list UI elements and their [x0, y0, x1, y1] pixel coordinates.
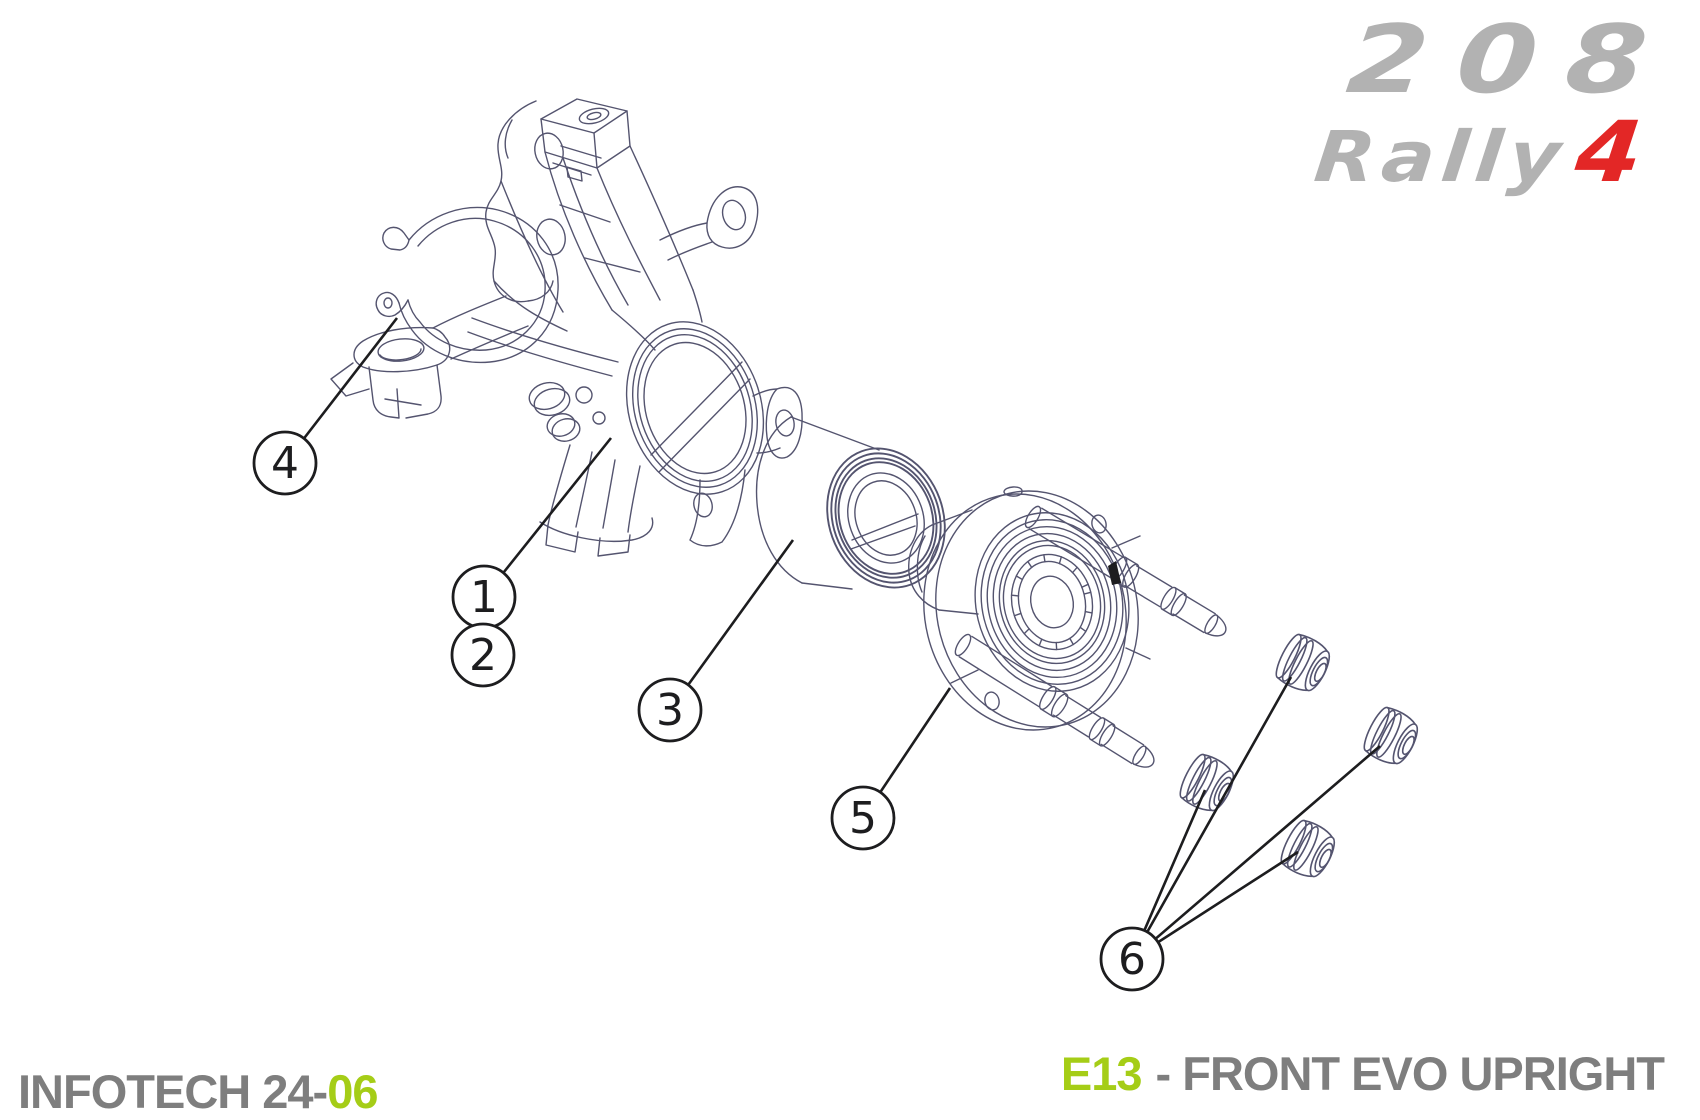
- callout-3-number: 3: [656, 685, 684, 736]
- logo-series-rally: Rally: [1310, 116, 1571, 198]
- part-upright-casting: [330, 98, 803, 557]
- part-wheel-nuts: [1174, 629, 1425, 885]
- callout-balloons: 1 2 3 4 5 6: [252, 430, 1165, 992]
- callout-2: 2: [450, 622, 516, 688]
- callout-4: 4: [252, 430, 318, 496]
- callout-4-number: 4: [271, 438, 299, 489]
- callout-2-number: 2: [469, 630, 497, 681]
- part-wheel-bearing: [755, 416, 946, 590]
- callout-1: 1: [451, 564, 517, 630]
- logo-series-4: 4: [1570, 103, 1647, 201]
- part-snap-ring: [375, 206, 559, 364]
- callout-6-number: 6: [1118, 934, 1146, 985]
- rally4-logo: 208 Rally4: [1310, 6, 1680, 201]
- spline-teeth: [1010, 554, 1093, 651]
- page-title-code: E13: [1060, 1047, 1143, 1100]
- leader-line-1: [482, 437, 613, 598]
- infotech-code-prefix: INFOTECH 24-: [18, 1065, 328, 1118]
- leader-lines-6: [1130, 676, 1381, 961]
- logo-model-208: 208: [1342, 6, 1681, 115]
- callout-3: 3: [637, 677, 703, 743]
- stud-shadow-mark: [1108, 561, 1121, 585]
- callout-5: 5: [830, 785, 896, 851]
- leader-line-3: [668, 539, 795, 711]
- logo-series-row: Rally4: [1310, 103, 1646, 201]
- page-title-text: - FRONT EVO UPRIGHT: [1155, 1047, 1665, 1100]
- callout-leaders: [283, 317, 1381, 961]
- page-title: E13 - FRONT EVO UPRIGHT: [1060, 1046, 1665, 1101]
- callout-1-number: 1: [470, 572, 498, 623]
- infotech-code-number: 06: [327, 1065, 378, 1118]
- part-wheel-hub: [908, 486, 1233, 776]
- callout-5-number: 5: [849, 793, 877, 844]
- infotech-code: INFOTECH 24-06: [18, 1064, 378, 1119]
- callout-6: 6: [1099, 926, 1165, 992]
